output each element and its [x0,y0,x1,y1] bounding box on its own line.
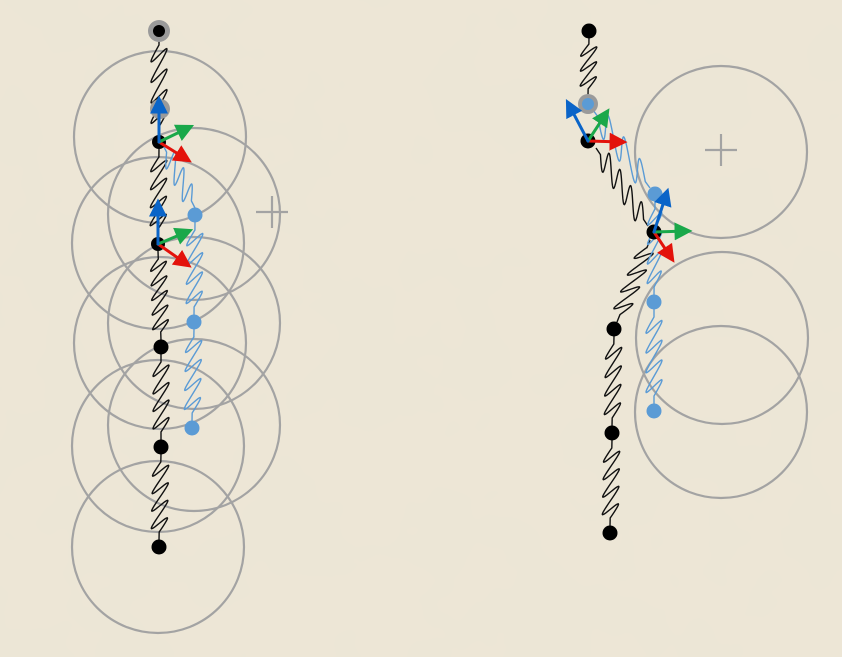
blue-node [646,294,662,310]
z-axis-arrow [652,187,672,234]
chain-node [602,525,618,541]
coil-spring [150,37,168,135]
x-axis-arrow [586,132,628,151]
coil-spring [645,309,663,404]
blue-node [647,186,663,202]
chain-node [153,25,165,37]
chain-node [604,425,620,441]
y-axis-arrow [156,227,194,246]
right-frame-lower [652,187,693,263]
influence-circle [72,255,248,431]
right-black-springs [579,36,654,527]
right-figure [565,23,810,541]
blue-node [186,314,202,330]
coil-spring [162,144,196,209]
y-axis-arrow [586,108,610,143]
z-axis-arrow [565,99,590,143]
blue-node [184,420,200,436]
left-blue-springs [162,144,204,422]
coil-spring [603,335,623,427]
chain-node [151,539,167,555]
x-axis-arrow [156,242,192,268]
coil-spring [150,453,170,541]
coil-spring [579,36,598,97]
left-frame-lower [149,198,194,268]
influence-circle [70,358,246,534]
coil-spring [149,148,168,238]
y-axis-arrow [652,222,693,241]
influence-circle [633,64,809,240]
left-figure [70,20,288,635]
coil-spring [185,221,204,316]
coil-spring [601,439,621,527]
coil-spring [613,239,654,323]
x-axis-arrow [157,140,192,163]
right-frame-upper [565,99,628,151]
left-frame-upper [150,95,195,163]
influence-circle [633,324,809,500]
influence-circle [70,459,246,635]
x-axis-arrow [652,230,675,263]
chain-node [153,339,169,355]
coil-spring [152,354,170,440]
y-axis-arrow [157,124,195,144]
right-influence-circles [633,64,810,500]
influence-circle [72,49,248,225]
chain-node [581,23,597,39]
crosshair-icon [705,134,737,166]
coil-spring [149,250,170,341]
chain-node [606,321,622,337]
blue-node [187,207,203,223]
coil-spring [183,328,203,422]
left-black-springs [149,37,170,541]
coil-spring [595,147,649,227]
influence-circle [106,337,282,513]
blue-node [582,98,594,110]
coil-spring [592,109,651,189]
crosshair-icon [256,196,288,228]
blue-node [646,403,662,419]
chain-node [153,439,169,455]
influence-circle [634,250,810,426]
influence-circle [70,155,246,331]
left-blue-nodes [184,207,203,436]
